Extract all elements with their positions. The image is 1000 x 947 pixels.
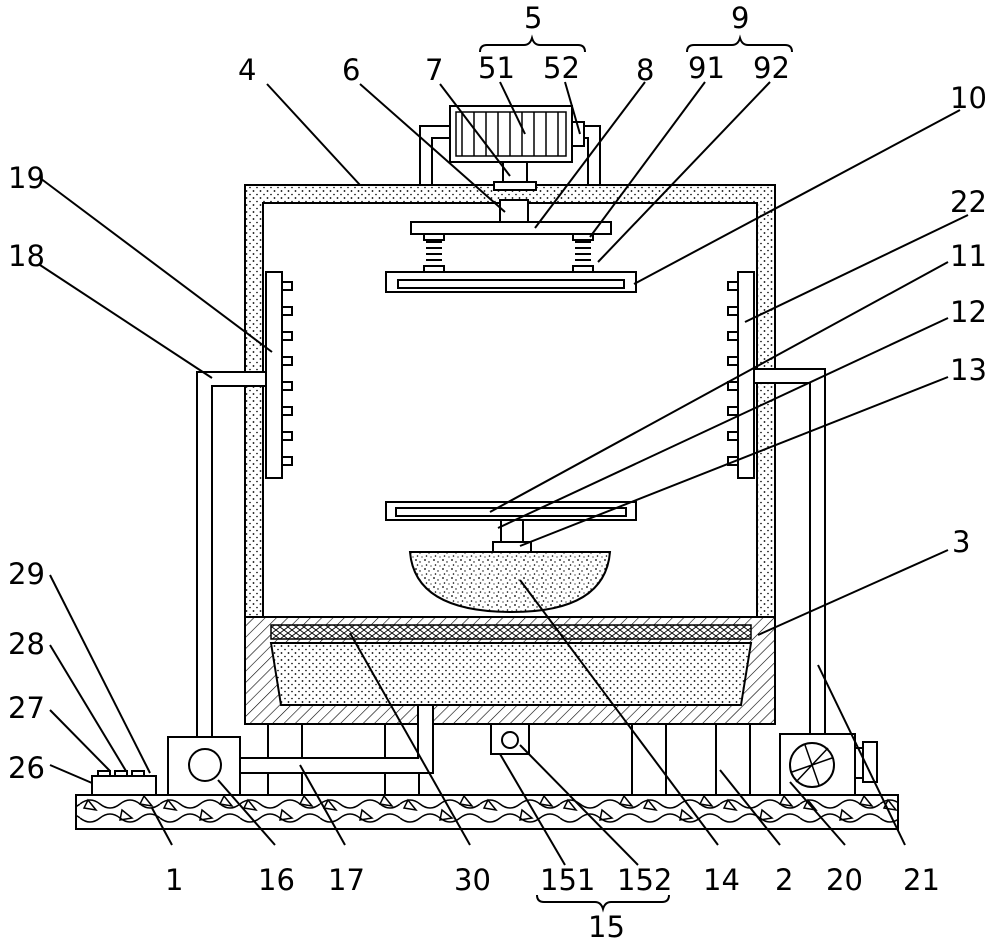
label-1: 1	[165, 863, 183, 897]
pump	[167, 736, 241, 796]
label-17: 17	[328, 863, 365, 897]
label-26: 26	[8, 751, 45, 785]
label-18: 18	[8, 239, 45, 273]
label-12: 12	[950, 295, 987, 329]
label-4: 4	[238, 53, 256, 87]
control-panel	[91, 770, 157, 796]
label-91: 91	[688, 51, 725, 85]
label-6: 6	[342, 53, 360, 87]
label-8: 8	[636, 53, 654, 87]
lower-plate	[385, 501, 637, 521]
bracket-15	[536, 894, 670, 913]
press-plate	[410, 221, 612, 235]
label-151: 151	[540, 863, 595, 897]
spring-assembly	[423, 233, 594, 273]
callout-labels: 5 9 4 6 7 51 52 8 91 92 10 19 22 18 11 1…	[8, 1, 987, 944]
label-27: 27	[8, 691, 45, 725]
label-20: 20	[826, 863, 863, 897]
leader-lines	[39, 81, 969, 866]
material-bowl	[408, 551, 612, 614]
bracket-5	[479, 34, 586, 53]
label-16: 16	[258, 863, 295, 897]
label-152: 152	[617, 863, 672, 897]
label-29: 29	[8, 557, 45, 591]
label-92: 92	[753, 51, 790, 85]
label-13: 13	[950, 353, 987, 387]
label-7: 7	[425, 53, 443, 87]
label-10: 10	[950, 81, 987, 115]
label-19: 19	[8, 161, 45, 195]
label-11: 11	[950, 239, 987, 273]
connecting-pipe	[239, 704, 434, 774]
label-15: 15	[588, 910, 625, 944]
label-21: 21	[903, 863, 940, 897]
upper-plate	[385, 271, 637, 293]
label-2: 2	[775, 863, 793, 897]
right-nozzle-strip	[727, 271, 755, 479]
label-22: 22	[950, 185, 987, 219]
label-51: 51	[478, 51, 515, 85]
bracket-9	[686, 34, 793, 53]
label-9: 9	[731, 1, 749, 35]
base-plate	[75, 794, 899, 830]
support-rod	[500, 519, 524, 545]
label-14: 14	[703, 863, 740, 897]
label-30: 30	[454, 863, 491, 897]
label-52: 52	[543, 51, 580, 85]
label-5: 5	[524, 1, 542, 35]
label-3: 3	[952, 525, 970, 559]
filter-screen	[270, 624, 752, 640]
label-28: 28	[8, 627, 45, 661]
left-nozzle-strip	[265, 271, 293, 479]
